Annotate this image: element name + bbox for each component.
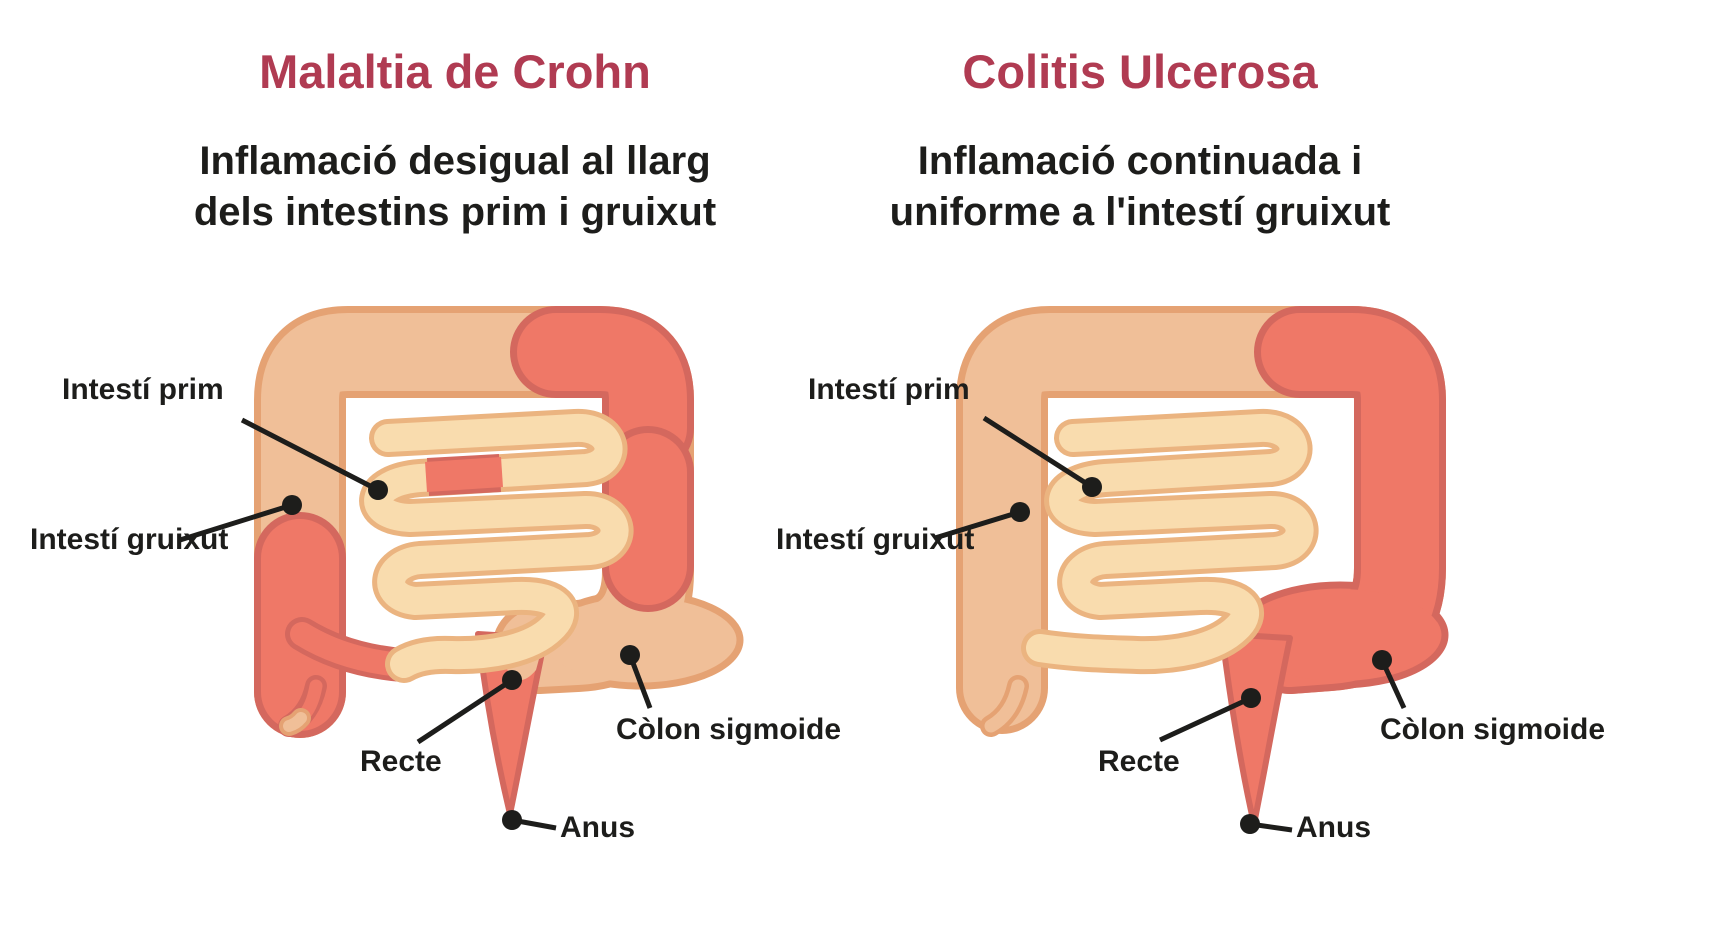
crohn-title: Malaltia de Crohn xyxy=(259,45,651,98)
crohn-subtitle-line1: Inflamació desigual al llarg xyxy=(199,139,711,183)
leader-lines xyxy=(179,415,1407,834)
crohn-appendix-tip xyxy=(283,712,307,732)
colitis-label-rectum: Recte xyxy=(1098,745,1180,778)
colitis-leader-rectum xyxy=(1158,695,1253,743)
crohn-dot-sigmoid xyxy=(620,645,640,665)
colitis-small-intestine-fill xyxy=(1026,414,1314,670)
colitis-dot-anus xyxy=(1240,814,1260,834)
colitis-dot-small-intestine xyxy=(1082,477,1102,497)
crohn-label-sigmoid: Còlon sigmoide xyxy=(616,713,841,746)
colitis-diagram xyxy=(956,306,1449,827)
crohn-leader-rectum xyxy=(416,677,514,745)
crohn-label-small-intestine: Intestí prim xyxy=(62,373,224,406)
colitis-label-anus: Anus xyxy=(1296,811,1371,844)
crohn-dot-small-intestine xyxy=(368,480,388,500)
crohn-dot-rectum xyxy=(502,670,522,690)
crohn-label-large-intestine: Intestí gruixut xyxy=(30,523,229,556)
crohn-dot-anus xyxy=(502,810,522,830)
colitis-label-small-intestine: Intestí prim xyxy=(808,373,970,406)
crohn-patch-splenic-flexure xyxy=(517,313,687,467)
colitis-appendix xyxy=(984,679,1025,733)
crohn-small-intestine-fill xyxy=(364,414,629,678)
crohn-label-rectum: Recte xyxy=(360,745,442,778)
colitis-dot-large-intestine xyxy=(1010,502,1030,522)
colitis-leader-large-intestine xyxy=(934,509,1021,541)
colitis-title: Colitis Ulcerosa xyxy=(962,45,1318,98)
colitis-subtitle-line1: Inflamació continuada i xyxy=(917,139,1363,183)
colitis-dot-rectum xyxy=(1241,688,1261,708)
colitis-rectum xyxy=(1219,631,1293,827)
colitis-subtitle-line2: uniforme a l'intestí gruixut xyxy=(889,190,1391,235)
crohn-sigmoid-blob-fill xyxy=(544,598,736,682)
crohn-leader-large-intestine xyxy=(179,502,293,543)
colitis-leader-small-intestine xyxy=(982,415,1094,490)
colitis-label-sigmoid: Còlon sigmoide xyxy=(1380,713,1605,746)
crohn-leader-small-intestine xyxy=(240,417,380,493)
colitis-dot-sigmoid xyxy=(1372,650,1392,670)
colitis-subtitle: Inflamació continuada i uniforme a l'int… xyxy=(770,136,1510,238)
crohn-diagram xyxy=(254,306,744,817)
colitis-label-large-intestine: Intestí gruixut xyxy=(776,523,975,556)
crohn-subtitle: Inflamació desigual al llarg dels intest… xyxy=(85,136,825,238)
crohn-subtitle-line2: dels intestins prim i gruixut xyxy=(193,190,717,235)
crohn-small-intestine-patch xyxy=(425,457,503,492)
crohn-dot-large-intestine xyxy=(282,495,302,515)
crohn-label-anus: Anus xyxy=(560,811,635,844)
